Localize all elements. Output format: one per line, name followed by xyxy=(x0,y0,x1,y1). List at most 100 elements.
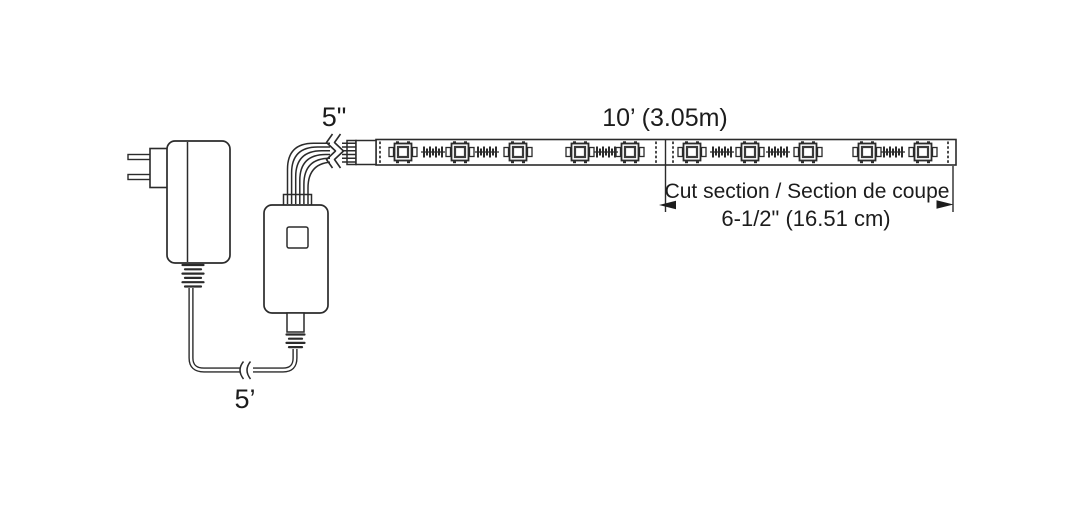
bundle-wire xyxy=(303,157,356,204)
resistor-bar xyxy=(608,146,610,158)
resistor-bar xyxy=(771,148,773,156)
dimension-arrow-right xyxy=(936,200,954,209)
led-pad-left xyxy=(565,146,572,158)
resistor-bar xyxy=(895,146,897,158)
led-chip xyxy=(916,145,930,159)
led-corner-pad xyxy=(871,141,874,144)
led-pad-right xyxy=(816,146,823,158)
resistor-bar xyxy=(783,148,785,156)
led-corner-pad xyxy=(743,161,746,164)
led-module xyxy=(908,141,938,164)
led-module xyxy=(388,141,418,164)
led-pad-left xyxy=(908,146,915,158)
led-corner-pad xyxy=(860,161,863,164)
led-corner-pad xyxy=(754,161,757,164)
resistor-bar xyxy=(438,148,440,156)
led-corner-pad xyxy=(396,141,399,144)
led-pad-left xyxy=(388,146,395,158)
resistor-bar xyxy=(901,146,903,158)
resistor-bar xyxy=(886,148,888,156)
led-pad-right xyxy=(411,146,418,158)
resistor-bar xyxy=(492,148,494,156)
power-cord-core xyxy=(189,288,297,372)
led-corner-pad xyxy=(696,141,699,144)
led-pad-left xyxy=(735,146,742,158)
led-corner-pad xyxy=(453,141,456,144)
resistor-bar xyxy=(596,146,598,158)
cut-section-dimension xyxy=(659,140,954,212)
led-pad-right xyxy=(588,146,595,158)
resistor-bar xyxy=(718,146,720,158)
resistor-bar xyxy=(599,148,601,156)
led-corner-pad xyxy=(801,141,804,144)
led-corner-pad xyxy=(685,161,688,164)
resistor-bar xyxy=(480,148,482,156)
resistor-group xyxy=(710,146,734,158)
resistor-bar xyxy=(721,148,723,156)
led-corner-pad xyxy=(584,161,587,164)
led-corner-pad xyxy=(743,141,746,144)
led-pad-right xyxy=(931,146,938,158)
resistor-bar xyxy=(495,146,497,158)
led-chip xyxy=(453,145,467,159)
led-corner-pad xyxy=(927,141,930,144)
controller-button xyxy=(286,226,309,249)
resistor-bar xyxy=(889,146,891,158)
plug-neck xyxy=(149,147,169,189)
resistor-bar xyxy=(727,148,729,156)
cord-break-arc-left xyxy=(239,361,245,380)
led-module xyxy=(852,141,882,164)
led-pad-right xyxy=(700,146,707,158)
resistor-bar xyxy=(483,146,485,158)
led-chip xyxy=(860,145,874,159)
resistor-bar xyxy=(614,146,616,158)
resistor-bar xyxy=(605,148,607,156)
led-chip xyxy=(511,145,525,159)
resistor-group xyxy=(766,146,790,158)
controller-plug-barrel xyxy=(286,312,305,333)
led-module xyxy=(503,141,533,164)
led-corner-pad xyxy=(511,161,514,164)
led-corner-pad xyxy=(685,141,688,144)
resistor-bar xyxy=(768,146,770,158)
power-cord xyxy=(188,288,298,380)
adapter-body xyxy=(166,140,231,264)
wire-break-zigzag-left xyxy=(325,133,337,169)
plug-prong-bottom xyxy=(127,173,153,181)
dimension-arrow-left xyxy=(659,200,676,210)
led-corner-pad xyxy=(801,161,804,164)
led-pad-left xyxy=(852,146,859,158)
led-chip xyxy=(573,145,587,159)
connector-body xyxy=(355,139,377,166)
strip-connector xyxy=(346,139,377,166)
led-module xyxy=(445,141,475,164)
led-corner-pad xyxy=(916,141,919,144)
bundle-wire xyxy=(294,149,356,204)
bundle-wire xyxy=(286,142,356,204)
led-module xyxy=(677,141,707,164)
led-pad-right xyxy=(875,146,882,158)
resistor-bar xyxy=(477,146,479,158)
led-chip xyxy=(396,145,410,159)
led-corner-pad xyxy=(860,141,863,144)
led-corner-pad xyxy=(927,161,930,164)
led-corner-pad xyxy=(623,161,626,164)
cord-length-label: 5’ xyxy=(234,384,256,414)
led-module xyxy=(793,141,823,164)
resistor-bar xyxy=(883,146,885,158)
resistor-bar xyxy=(432,148,434,156)
bundle-wire xyxy=(290,146,356,204)
resistor-bar xyxy=(489,146,491,158)
led-corner-pad xyxy=(573,161,576,164)
led-corner-pad xyxy=(754,141,757,144)
resistor-group xyxy=(881,146,905,158)
led-pad-right xyxy=(638,146,645,158)
led-module xyxy=(735,141,765,164)
led-chip xyxy=(801,145,815,159)
connector-ferrule xyxy=(346,139,357,166)
led-corner-pad xyxy=(623,141,626,144)
led-chip xyxy=(623,145,637,159)
led-module xyxy=(565,141,595,164)
